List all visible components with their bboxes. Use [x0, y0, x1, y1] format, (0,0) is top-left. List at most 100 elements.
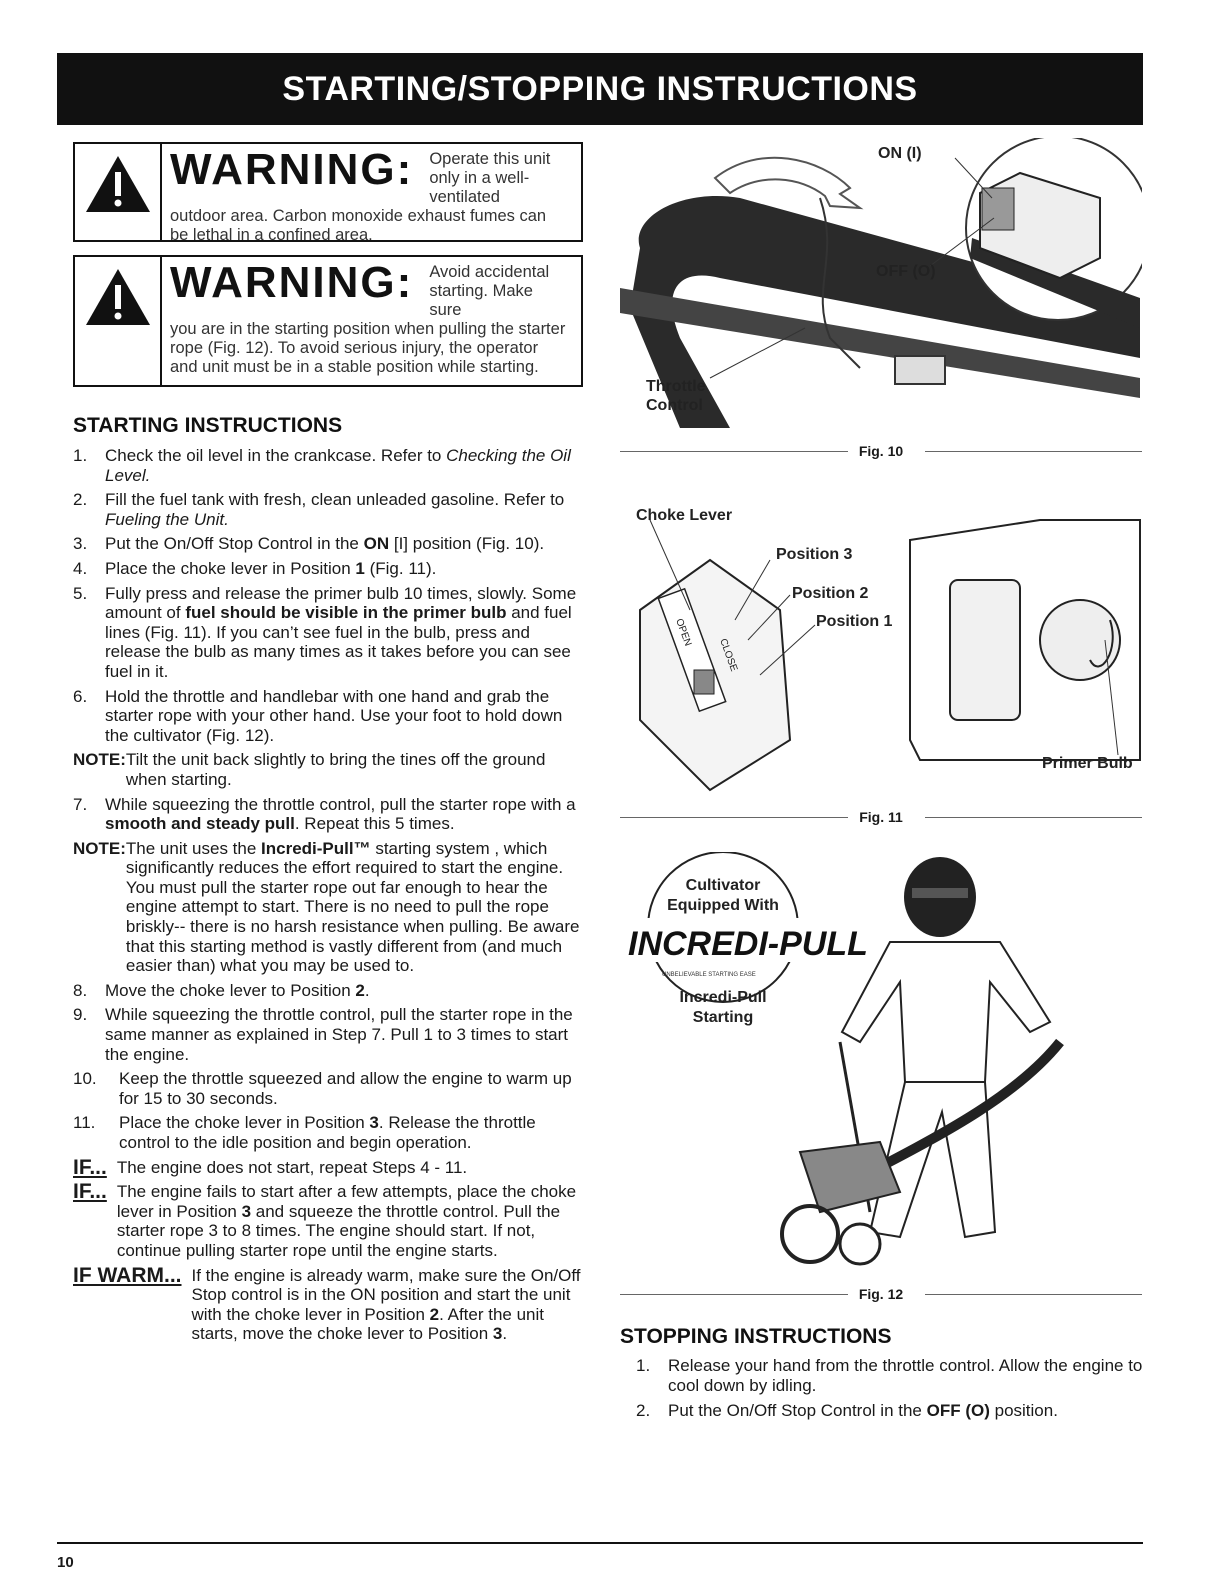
warning-triangle-icon [75, 144, 162, 240]
step-text: If the engine is already warm, make sure… [192, 1266, 584, 1344]
step-number: 10. [73, 1069, 97, 1089]
step-number: 7. [73, 794, 88, 814]
if-label: IF... [73, 1155, 107, 1179]
page-banner: STARTING/STOPPING INSTRUCTIONS [57, 53, 1143, 125]
page-number: 10 [57, 1554, 74, 1571]
list-item: 8.Move the choke lever to Position 2. [73, 981, 583, 1001]
list-item: 5. Fully press and release the primer bul… [73, 584, 583, 682]
list-item: 7. While squeezing the throttle control, … [73, 795, 583, 834]
note-label: NOTE: [73, 838, 126, 858]
step-emphasis: fuel should be visible in the primer bul… [185, 603, 507, 623]
step-text-part: Keep the throttle squeezed and allow the… [119, 1069, 572, 1108]
warning-box-accidental-start: WARNING: Avoid accidental starting. Make… [73, 255, 583, 387]
step-text: The engine does not start, repeat Steps … [117, 1158, 583, 1178]
figure-12-caption: Fig. 12 [858, 1286, 904, 1302]
step-reference: Fueling the Unit. [105, 509, 229, 529]
figure-10-caption: Fig. 10 [858, 443, 904, 459]
figure-12-caption-line: Fig. 12 [620, 1286, 1142, 1302]
step-text: Put the On/Off Stop Control in the ON [I… [105, 534, 583, 554]
step-text-part: [I] position (Fig. 10). [389, 534, 545, 554]
logo-tagline: UNBELIEVABLE STARTING EASE [662, 972, 756, 978]
note-label: NOTE: [73, 750, 126, 770]
starting-instructions-heading: STARTING INSTRUCTIONS [73, 414, 343, 437]
off-leader [929, 217, 995, 267]
position-1-leader [759, 624, 816, 676]
step-text: The engine fails to start after a few at… [117, 1182, 583, 1260]
step-text: Check the oil level in the crankcase. Re… [105, 446, 583, 485]
warning-inline-text: Operate this unit only in a well- ventil… [429, 150, 551, 206]
step-text-part: Hold the throttle and handlebar with one… [105, 686, 563, 745]
figure-11-choke-and-primer: OPEN CLOSE Choke Lever Position 3 Positi… [620, 500, 1142, 800]
step-number: 4. [73, 558, 88, 578]
step-text-part: . [364, 980, 370, 1000]
badge-starting: Starting [693, 1009, 753, 1026]
step-text-part: position. [989, 1401, 1058, 1420]
warning-box-ventilation: WARNING: Operate this unit only in a wel… [73, 142, 583, 244]
figure-11-caption-line: Fig. 11 [620, 809, 1142, 825]
primer-bulb-leader [1104, 639, 1119, 756]
list-item: 3.Put the On/Off Stop Control in the ON … [73, 534, 583, 554]
figure-12-operator-starting: INCREDI-PULL UNBELIEVABLE STARTING EASE … [620, 851, 1142, 1276]
step-text-part: Put the On/Off Stop Control in the [105, 534, 364, 554]
warning-body-text: you are in the starting position when pu… [170, 320, 566, 376]
step-emphasis: ON [363, 534, 390, 554]
step-emphasis: 3 [492, 1324, 503, 1344]
switch-small [894, 355, 946, 385]
list-item: 2. Put the On/Off Stop Control in the OFF… [636, 1401, 1146, 1421]
step-text: Hold the throttle and handlebar with one… [105, 687, 583, 746]
list-item: NOTE: Tilt the unit back slightly to bri… [73, 750, 583, 789]
position-2-leader [747, 594, 791, 641]
incredi-pull-logo: INCREDI-PULL [628, 925, 868, 963]
footer-rule [57, 1542, 1143, 1544]
off-label: OFF (O) [876, 263, 936, 280]
list-item: 6.Hold the throttle and handlebar with o… [73, 687, 583, 746]
warning-inline-text: Avoid accidental starting. Make sure [429, 263, 550, 319]
list-item: IF... The engine fails to start after a f… [73, 1180, 583, 1260]
list-item: 10. Keep the throttle squeezed and allow … [73, 1069, 583, 1108]
step-text-part: Tilt the unit back slightly to bring the… [125, 750, 546, 789]
choke-lever-leader [649, 519, 691, 611]
step-text-part: While squeezing the throttle control, pu… [105, 794, 576, 814]
step-text-part: The engine does not start, repeat Steps … [116, 1157, 468, 1177]
step-emphasis: 1 [355, 558, 365, 578]
step-text: While squeezing the throttle control, pu… [105, 1005, 583, 1064]
step-number: 1. [73, 446, 88, 465]
step-text-part: Fully press and release the primer bulb … [105, 583, 577, 623]
position-1-label: Position 1 [816, 613, 893, 630]
step-text-part: . Release the throttle control to the id… [119, 1113, 536, 1152]
throttle-cable [819, 197, 861, 369]
step-emphasis: smooth and steady pull [105, 814, 295, 834]
if-label: IF... [73, 1180, 107, 1204]
step-emphasis: 3 [369, 1113, 379, 1133]
direction-arrow [713, 156, 864, 210]
step-text: Release your hand from the throttle cont… [668, 1356, 1146, 1396]
throttle-label: Throttle [646, 378, 706, 395]
step-text-part: Put the On/Off Stop Control in the [668, 1401, 927, 1420]
step-emphasis: OFF (O) [926, 1401, 990, 1420]
cultivator-wheel [838, 1222, 882, 1266]
figure-11-caption: Fig. 11 [859, 809, 903, 825]
step-emphasis: 3 [241, 1201, 252, 1221]
throttle-control-label: Control [646, 397, 703, 414]
step-number: 5. [73, 583, 88, 603]
warning-word: WARNING: [170, 145, 414, 194]
choke-lever-knob [693, 669, 715, 695]
list-item: 11.Place the choke lever in Position 3. … [73, 1113, 583, 1152]
stopping-instructions-heading: STOPPING INSTRUCTIONS [620, 1325, 892, 1348]
choke-lever-label: Choke Lever [636, 507, 732, 524]
list-item: 2.Fill the fuel tank with fresh, clean u… [73, 490, 583, 529]
step-text-part: If the engine is already warm, make sure… [191, 1265, 581, 1324]
step-number: 2. [636, 1401, 651, 1420]
step-text-part: Check the oil level in the crankcase. Re… [105, 446, 447, 465]
warning-triangle-icon [75, 257, 162, 385]
step-number: 2. [73, 490, 88, 510]
step-emphasis: 2 [429, 1304, 440, 1324]
step-text-part: . [502, 1324, 508, 1344]
step-text: Fully press and release the primer bulb … [105, 584, 583, 682]
step-emphasis: Incredi-Pull™ [261, 838, 371, 858]
position-3-label: Position 3 [776, 546, 853, 563]
step-text-part: . After the unit starts, move the choke … [191, 1304, 545, 1344]
step-reference: Checking the Oil Level. [105, 446, 571, 485]
carburetor-bowl [949, 579, 1021, 721]
step-number: 9. [73, 1005, 88, 1025]
